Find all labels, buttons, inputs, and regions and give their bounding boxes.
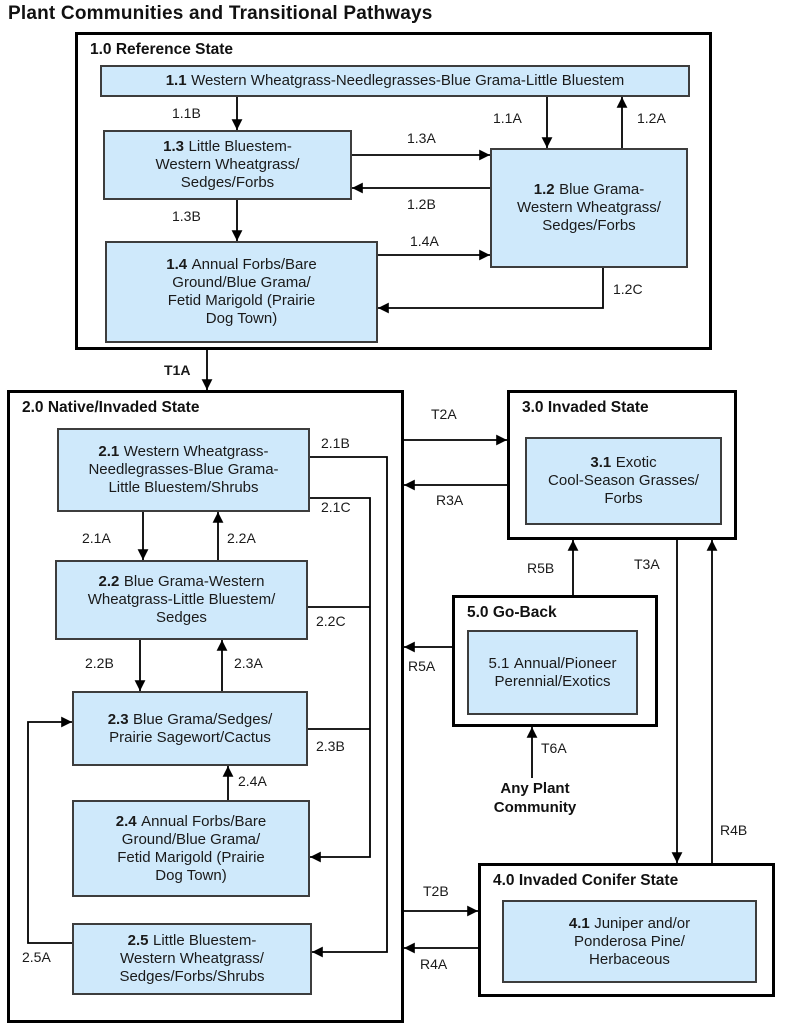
community-id-2-3: 2.3	[107, 710, 129, 728]
community-id-2-4: 2.4	[115, 812, 137, 830]
pathway-label-2-3b: 2.3B	[316, 738, 345, 754]
community-id-1-4: 1.4	[166, 256, 188, 273]
pathway-label-1-3b: 1.3B	[172, 208, 201, 224]
community-name-5-1: Annual/Pioneer Perennial/Exotics	[494, 654, 617, 690]
community-name-3-1: Exotic Cool-Season Grasses/ Forbs	[548, 454, 699, 507]
pathway-label-t1a: T1A	[164, 362, 191, 378]
any-plant-community-label: Any Plant Community	[493, 780, 577, 816]
community-name-2-3: Blue Grama/Sedges/ Prairie Sagewort/Cact…	[109, 710, 273, 746]
community-name-2-4: Annual Forbs/Bare Ground/Blue Grama/ Fet…	[117, 812, 267, 884]
pathway-label-2-2c: 2.2C	[316, 613, 346, 629]
pathway-label-r3a: R3A	[436, 492, 464, 508]
community-id-2-5: 2.5	[127, 932, 149, 949]
pathway-label-2-1b: 2.1B	[321, 435, 350, 451]
community-id-2-1: 2.1	[98, 443, 120, 460]
diagram-title: Plant Communities and Transitional Pathw…	[8, 3, 433, 24]
pathway-label-2-4a: 2.4A	[238, 773, 267, 789]
state-label-3-0: 3.0 Invaded State	[522, 399, 649, 416]
community-id-1-3: 1.3	[163, 138, 184, 155]
pathway-label-2-2b: 2.2B	[85, 655, 114, 671]
state-label-1-0: 1.0 Reference State	[90, 41, 234, 58]
community-name-1-1: Western Wheatgrass-Needlegrasses-Blue Gr…	[191, 72, 625, 89]
community-id-3-1: 3.1	[590, 454, 612, 471]
pathway-label-1-2a: 1.2A	[637, 110, 666, 126]
pathway-label-r5b: R5B	[527, 560, 555, 576]
pathway-label-t2a: T2A	[431, 406, 457, 422]
pathway-label-1-4a: 1.4A	[410, 233, 439, 249]
community-id-5-1: 5.1	[488, 654, 510, 672]
community-id-1-1: 1.1	[165, 72, 187, 89]
state-label-2-0: 2.0 Native/Invaded State	[22, 399, 200, 416]
pathway-label-r4b: R4B	[720, 822, 748, 838]
community-name-4-1: Juniper and/or Ponderosa Pine/ Herbaceou…	[574, 914, 691, 968]
pathway-label-t6a: T6A	[541, 740, 567, 756]
community-name-1-2: Blue Grama- Western Wheatgrass/ Sedges/F…	[517, 181, 661, 234]
state-label-5-0: 5.0 Go-Back	[467, 604, 557, 621]
community-id-2-2: 2.2	[98, 573, 120, 590]
pathway-label-2-1a: 2.1A	[82, 530, 111, 546]
community-id-1-2: 1.2	[533, 181, 555, 198]
pathway-label-t2b: T2B	[423, 883, 449, 899]
community-name-1-3: Little Bluestem- Western Wheatgrass/ Sed…	[155, 138, 300, 191]
community-name-2-2: Blue Grama-Western Wheatgrass-Little Blu…	[87, 573, 276, 626]
pathway-label-1-2c: 1.2C	[613, 281, 643, 297]
pathway-label-1-1b: 1.1B	[172, 105, 201, 121]
community-name-2-5: Little Bluestem- Western Wheatgrass/ Sed…	[119, 932, 265, 985]
pathway-label-1-2b: 1.2B	[407, 196, 436, 212]
community-name-1-4: Annual Forbs/Bare Ground/Blue Grama/ Fet…	[167, 256, 317, 327]
pathway-label-r4a: R4A	[420, 956, 448, 972]
pathway-label-t3a: T3A	[634, 556, 660, 572]
pathway-label-r5a: R5A	[408, 658, 436, 674]
state-label-4-0: 4.0 Invaded Conifer State	[493, 872, 679, 889]
pathway-label-2-2a: 2.2A	[227, 530, 256, 546]
community-id-4-1: 4.1	[568, 914, 590, 932]
community-name-2-1: Western Wheatgrass- Needlegrasses-Blue G…	[88, 443, 279, 496]
pathway-label-2-1c: 2.1C	[321, 499, 351, 515]
pathway-label-1-3a: 1.3A	[407, 130, 436, 146]
pathway-label-1-1a: 1.1A	[493, 110, 522, 126]
pathway-label-2-5a: 2.5A	[22, 949, 51, 965]
pathway-label-2-3a: 2.3A	[234, 655, 263, 671]
